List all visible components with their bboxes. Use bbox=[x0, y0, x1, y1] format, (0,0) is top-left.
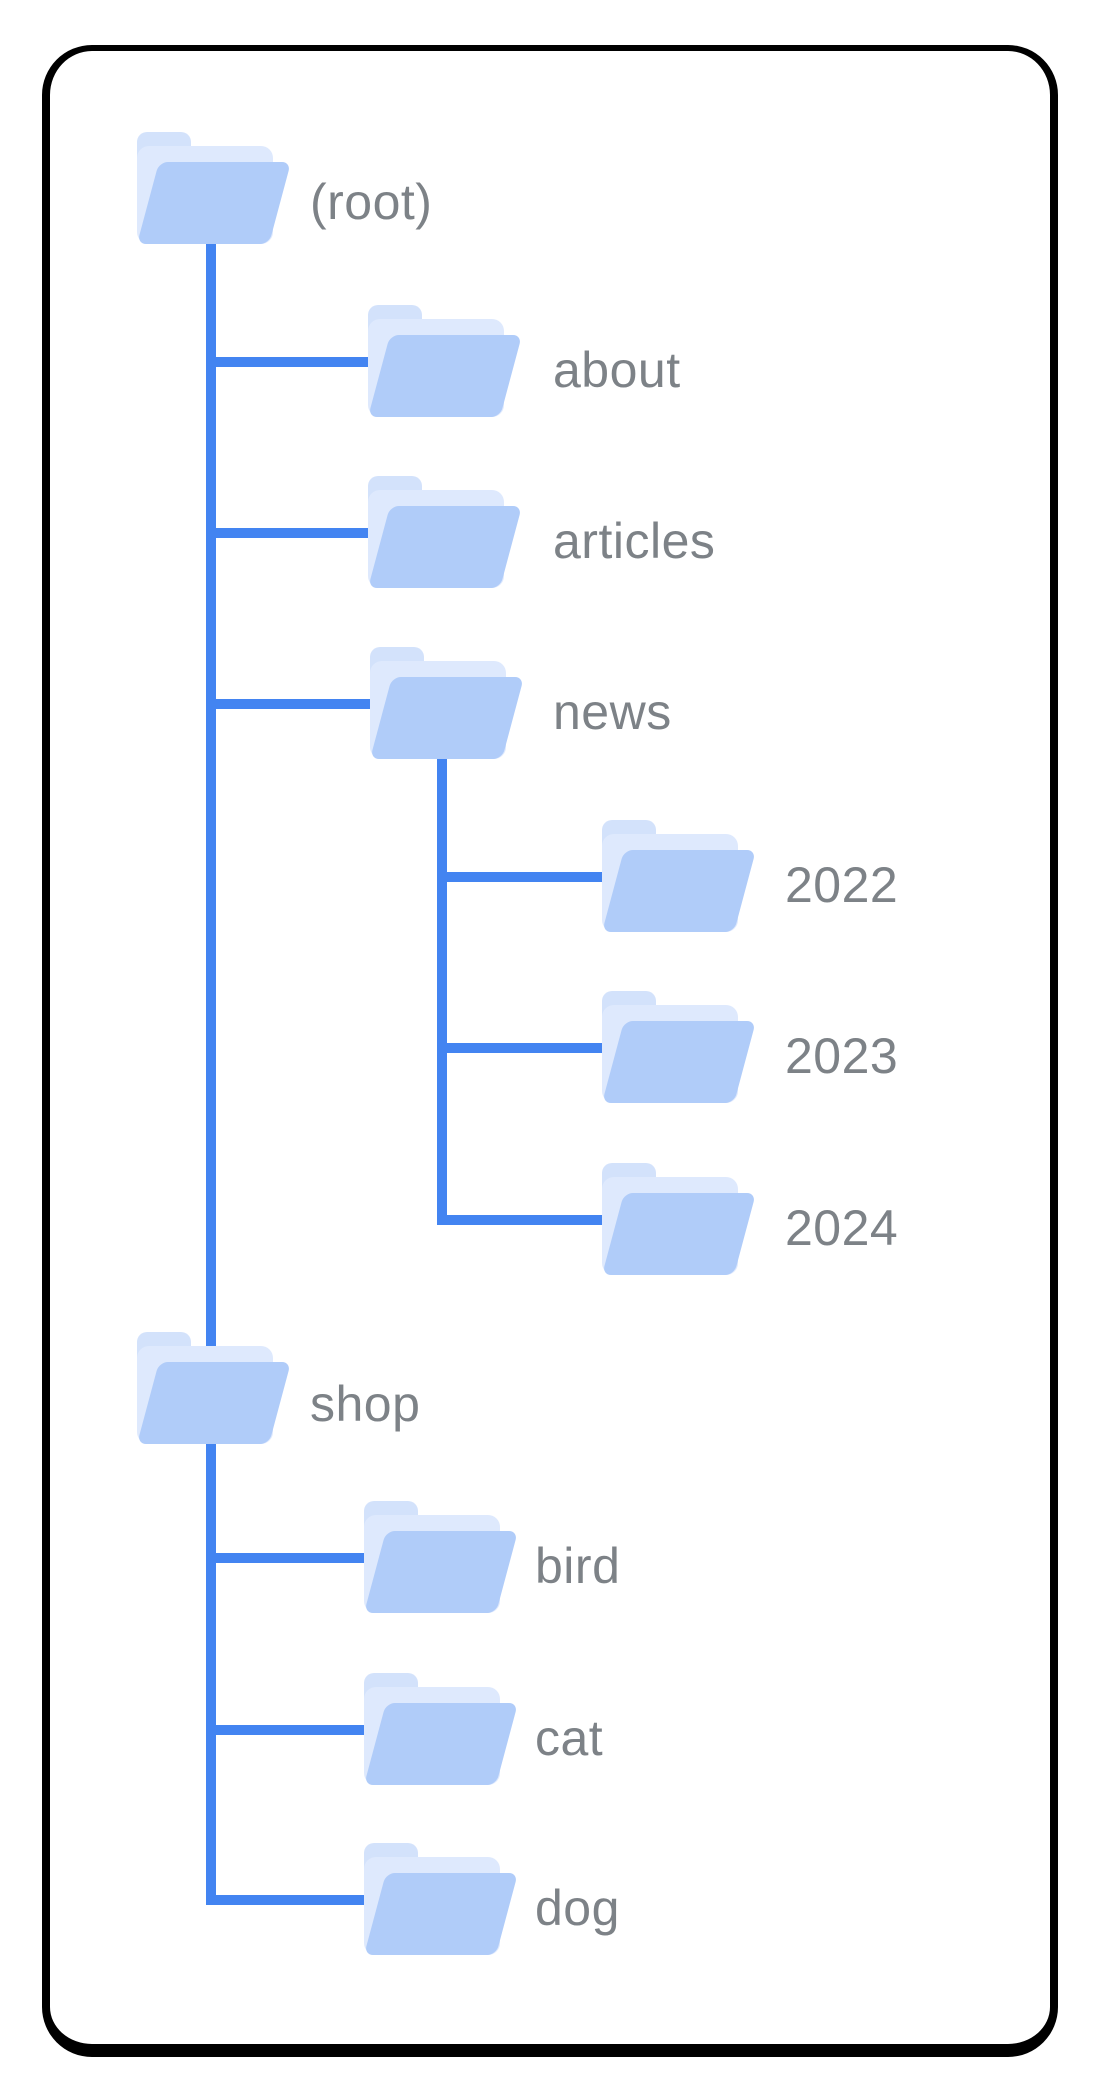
folder-label-about: about bbox=[553, 342, 681, 398]
folder-icon-dog bbox=[364, 1843, 518, 1955]
folder-label-2022: 2022 bbox=[785, 857, 899, 913]
folder-label-articles: articles bbox=[553, 513, 716, 569]
connector-branch-articles bbox=[211, 528, 383, 538]
folder-label-bird: bird bbox=[535, 1538, 621, 1594]
folder-icon-bird bbox=[364, 1501, 518, 1613]
folder-front bbox=[137, 162, 291, 244]
folder-icon-about bbox=[368, 305, 522, 417]
folder-label-2024: 2024 bbox=[785, 1200, 899, 1256]
folder-front bbox=[368, 506, 522, 588]
connector-branch-2023 bbox=[442, 1043, 614, 1053]
connector-trunk-root bbox=[206, 244, 216, 1905]
folder-icon-root bbox=[137, 132, 291, 244]
folder-icon-news bbox=[370, 647, 524, 759]
connector-branch-dog bbox=[211, 1895, 376, 1905]
folder-label-cat: cat bbox=[535, 1710, 604, 1766]
folder-icon-shop bbox=[137, 1332, 291, 1444]
folder-front bbox=[364, 1873, 518, 1955]
folder-front bbox=[137, 1362, 291, 1444]
diagram-frame bbox=[42, 45, 1058, 2057]
folder-front bbox=[368, 335, 522, 417]
folder-icon-articles bbox=[368, 476, 522, 588]
folder-label-dog: dog bbox=[535, 1880, 620, 1936]
connector-branch-cat bbox=[211, 1725, 376, 1735]
folder-front bbox=[364, 1531, 518, 1613]
connector-branch-2022 bbox=[442, 872, 614, 882]
folder-front bbox=[602, 1193, 756, 1275]
folder-label-shop: shop bbox=[310, 1376, 421, 1432]
connector-branch-about bbox=[211, 357, 383, 367]
folder-label-2023: 2023 bbox=[785, 1028, 899, 1084]
connector-trunk-news bbox=[437, 757, 447, 1225]
folder-front bbox=[602, 850, 756, 932]
folder-label-root: (root) bbox=[310, 174, 433, 230]
folder-icon-2024 bbox=[602, 1163, 756, 1275]
folder-icon-cat bbox=[364, 1673, 518, 1785]
folder-icon-2022 bbox=[602, 820, 756, 932]
folder-front bbox=[602, 1021, 756, 1103]
folder-label-news: news bbox=[553, 684, 672, 740]
folder-icon-2023 bbox=[602, 991, 756, 1103]
connector-branch-bird bbox=[211, 1553, 376, 1563]
folder-front bbox=[364, 1703, 518, 1785]
connector-branch-news bbox=[211, 699, 383, 709]
connector-branch-2024 bbox=[442, 1215, 614, 1225]
folder-front bbox=[370, 677, 524, 759]
